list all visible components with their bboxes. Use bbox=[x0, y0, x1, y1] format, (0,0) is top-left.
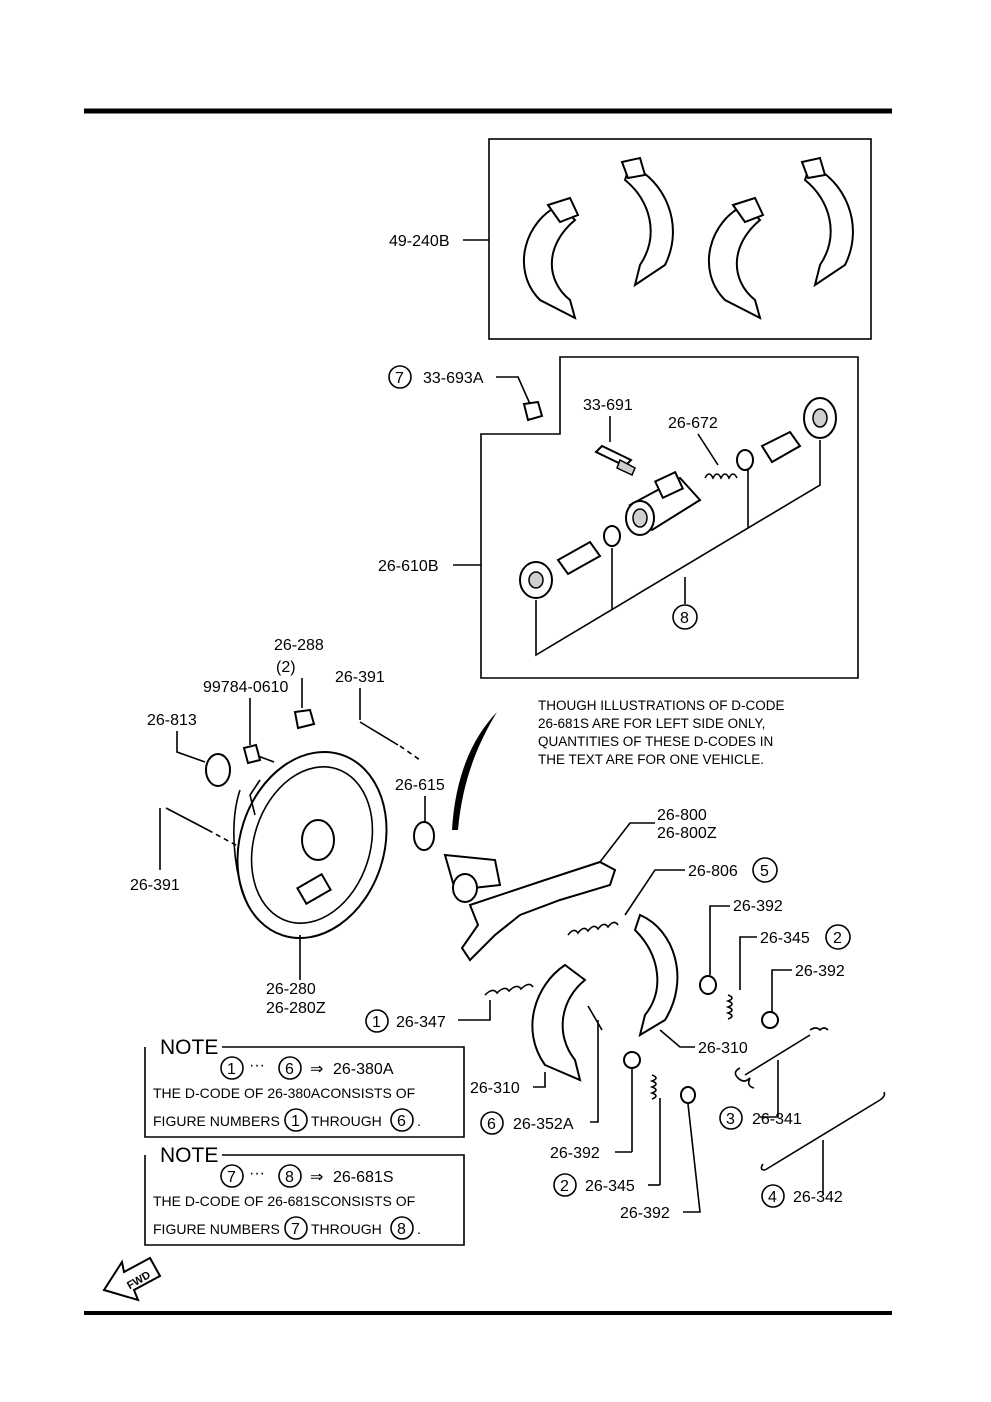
svg-text:6: 6 bbox=[397, 1113, 406, 1130]
label-26-392-d: 26-392 bbox=[620, 1205, 670, 1222]
label-26-615: 26-615 bbox=[395, 777, 445, 794]
label-26-288: 26-288 bbox=[274, 637, 324, 654]
svg-text:THE TEXT ARE FOR ONE VEHICLE.: THE TEXT ARE FOR ONE VEHICLE. bbox=[538, 752, 764, 767]
fig-2-lower: 2 bbox=[560, 1178, 569, 1195]
label-26-310-left: 26-310 bbox=[470, 1080, 520, 1097]
label-26-800z: 26-800Z bbox=[657, 825, 717, 842]
label-26-345-a: 26-345 bbox=[760, 930, 810, 947]
label-26-280: 26-280 bbox=[266, 981, 316, 998]
shoe-set-illustration bbox=[523, 156, 854, 320]
svg-text:1: 1 bbox=[227, 1061, 236, 1078]
label-33-691: 33-691 bbox=[583, 397, 633, 414]
svg-text:THROUGH: THROUGH bbox=[311, 1221, 382, 1237]
svg-text:6: 6 bbox=[285, 1061, 294, 1078]
label-99784-0610: 99784-0610 bbox=[203, 679, 289, 696]
svg-text:THROUGH: THROUGH bbox=[311, 1113, 382, 1129]
svg-text:.: . bbox=[417, 1113, 421, 1129]
svg-text:26-380A: 26-380A bbox=[333, 1061, 394, 1078]
svg-text:FIGURE NUMBERS: FIGURE NUMBERS bbox=[153, 1221, 280, 1237]
fig-6: 6 bbox=[487, 1116, 496, 1133]
label-26-280z: 26-280Z bbox=[266, 1000, 326, 1017]
label-26-391-upper: 26-391 bbox=[335, 669, 385, 686]
brake-shoe-right bbox=[633, 913, 679, 1038]
label-49-240b: 49-240B bbox=[389, 233, 450, 250]
note-box-1: NOTE 1 ··· 6 ⇒ 26-380A THE D-CODE OF 26-… bbox=[144, 1036, 465, 1138]
svg-text:⇒: ⇒ bbox=[310, 1169, 323, 1186]
svg-text:8: 8 bbox=[285, 1169, 294, 1186]
label-26-392-b: 26-392 bbox=[795, 963, 845, 980]
fwd-arrow-icon: FWD bbox=[102, 1256, 162, 1302]
svg-text:THE D-CODE OF 26-380ACONSISTS: THE D-CODE OF 26-380ACONSISTS OF bbox=[153, 1085, 415, 1101]
label-26-345-b: 26-345 bbox=[585, 1178, 635, 1195]
parking-lever bbox=[460, 860, 617, 962]
fig-1: 1 bbox=[372, 1014, 381, 1031]
label-26-347: 26-347 bbox=[396, 1014, 446, 1031]
svg-text:26-681S ARE FOR LEFT SIDE ONLY: 26-681S ARE FOR LEFT SIDE ONLY, bbox=[538, 716, 765, 731]
svg-text:26-681S: 26-681S bbox=[333, 1169, 394, 1186]
label-26-806: 26-806 bbox=[688, 863, 738, 880]
svg-text:NOTE: NOTE bbox=[160, 1036, 218, 1059]
brake-shoe-left bbox=[531, 963, 587, 1082]
label-26-341: 26-341 bbox=[752, 1111, 802, 1128]
svg-text:THOUGH ILLUSTRATIONS OF D-CODE: THOUGH ILLUSTRATIONS OF D-CODE bbox=[538, 698, 785, 713]
svg-text:7: 7 bbox=[227, 1169, 236, 1186]
svg-text:THE D-CODE OF 26-681SCONSISTS: THE D-CODE OF 26-681SCONSISTS OF bbox=[153, 1193, 415, 1209]
disclaimer-text: THOUGH ILLUSTRATIONS OF D-CODE 26-681S A… bbox=[538, 698, 785, 767]
fig-3: 3 bbox=[726, 1111, 735, 1128]
label-26-672: 26-672 bbox=[668, 415, 718, 432]
label-26-391-lower: 26-391 bbox=[130, 877, 180, 894]
svg-text:NOTE: NOTE bbox=[160, 1144, 218, 1167]
label-33-693a: 33-693A bbox=[423, 370, 484, 387]
svg-text:···: ··· bbox=[249, 1057, 265, 1074]
shoe-set-box bbox=[488, 138, 872, 340]
svg-text:···: ··· bbox=[249, 1165, 265, 1182]
pointer-swoosh bbox=[452, 712, 497, 830]
label-26-800: 26-800 bbox=[657, 807, 707, 824]
svg-text:7: 7 bbox=[291, 1221, 300, 1238]
label-26-310-right: 26-310 bbox=[698, 1040, 748, 1057]
note-box-2: NOTE 7 ··· 8 ⇒ 26-681S THE D-CODE OF 26-… bbox=[144, 1144, 465, 1246]
wheel-cylinder-box bbox=[480, 356, 859, 679]
svg-text:.: . bbox=[417, 1221, 421, 1237]
svg-text:FIGURE NUMBERS: FIGURE NUMBERS bbox=[153, 1113, 280, 1129]
label-26-392-c: 26-392 bbox=[550, 1145, 600, 1162]
label-26-342: 26-342 bbox=[793, 1189, 843, 1206]
fig-8-kit: 8 bbox=[680, 610, 689, 627]
backing-plate bbox=[233, 750, 388, 940]
svg-text:8: 8 bbox=[397, 1221, 406, 1238]
label-26-813: 26-813 bbox=[147, 712, 197, 729]
svg-text:QUANTITIES OF THESE D-CODES IN: QUANTITIES OF THESE D-CODES IN bbox=[538, 734, 773, 749]
svg-text:⇒: ⇒ bbox=[310, 1061, 323, 1078]
fig-4: 4 bbox=[768, 1189, 777, 1206]
label-26-352a: 26-352A bbox=[513, 1116, 574, 1133]
fig-2-upper: 2 bbox=[833, 930, 842, 947]
svg-text:1: 1 bbox=[291, 1113, 300, 1130]
label-26-288-qty: (2) bbox=[276, 659, 296, 676]
label-26-610b: 26-610B bbox=[378, 558, 439, 575]
fig-7-top: 7 bbox=[395, 370, 404, 387]
wheel-cylinder-body bbox=[625, 470, 702, 536]
label-26-392-a: 26-392 bbox=[733, 898, 783, 915]
fig-5: 5 bbox=[760, 863, 769, 880]
